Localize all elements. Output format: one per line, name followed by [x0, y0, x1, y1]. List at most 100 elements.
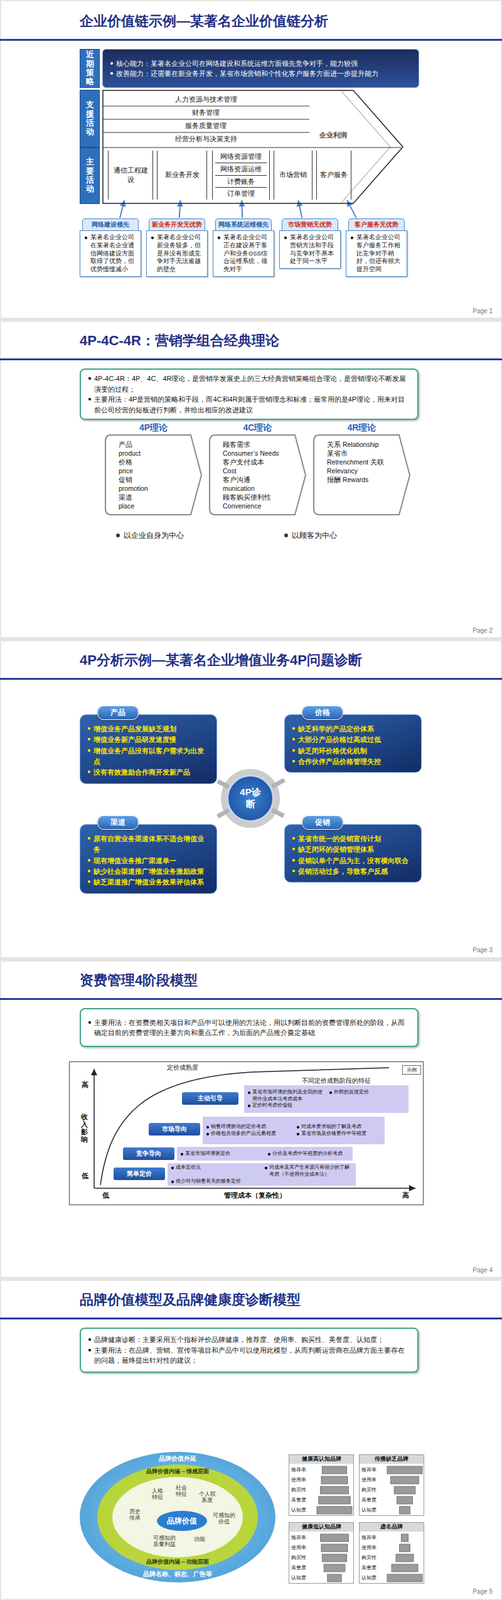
- node-text: 健康低认知品牌: [289, 1522, 354, 1532]
- value-chain-arrow: 人力资源与技术管理财务管理服务质量管理经营分析与决策支持企业利润通信工程建设新业…: [102, 89, 404, 204]
- segment-label: 可感知的质量利益: [151, 1534, 177, 1551]
- activity-box: 市场营销: [273, 150, 313, 200]
- node-text: 可感知的质量利益: [151, 1534, 177, 1548]
- issue-box: 价格缺乏科学的产品定价体系大部分产品价格过高或过低缺乏闭环价格优化机制合作伙伴产…: [284, 705, 422, 780]
- node-text: 某著名企业公司正在建设基于客户和业务OSS综合运维系统，领先对手: [216, 233, 271, 274]
- node-text: 对成本要求细的了解及考虑: [295, 1123, 383, 1131]
- node-text: 改善能力：还需要在新业务开发，某省市场营销和个性化客户服务方面进一步提升能力: [109, 68, 413, 80]
- arrow-outline: [313, 434, 410, 515]
- callout-arrow: [119, 200, 125, 218]
- node-text: 品牌价值模型及品牌健康度诊断模型: [0, 1278, 502, 1309]
- x-axis: [94, 1187, 416, 1189]
- node-text: price: [118, 466, 187, 476]
- node-text: 4R理论: [313, 421, 411, 434]
- box-body: 某著名企业公司营销方法和手段与竞争对手基本处于同一水平: [279, 230, 341, 269]
- page-number: Page 1: [461, 307, 493, 315]
- funnel-bar: [394, 1485, 416, 1494]
- feature-box: 某省市场环境的预判及全面的使用作业成本法考虑成本外部的反馈定价定价时考虑价值链: [244, 1084, 409, 1113]
- node-text: 很少对与销售有关的服务定价: [170, 1177, 260, 1185]
- node-text: 某省市: [326, 448, 396, 458]
- axis-label: 低: [80, 1170, 90, 1181]
- node-text: 成本定价法: [170, 1164, 260, 1178]
- node-text: 某省市场环境驱定价: [179, 1150, 263, 1158]
- node-text: 推荐率: [359, 1464, 387, 1475]
- node-text: 人格特征: [149, 1487, 166, 1501]
- box-body: 原有自营业务渠道体系不适合增值业务现有增值业务推广渠道单一缺少社会渠道推广增值业…: [79, 823, 218, 894]
- node-text: 某著名企业公司客户服务工作相比竞争对手稍好，但还有很大提升空间: [349, 233, 404, 274]
- stage-box: 主动引导: [181, 1091, 239, 1105]
- node-text: 人力资源与技术管理: [102, 92, 310, 107]
- node-text: 示例: [402, 1065, 421, 1074]
- node-text: 经营分析与决策支持: [102, 132, 310, 146]
- theory-box: 4R理论关系 Relationship某省市Retrenchment 关联 Re…: [313, 421, 411, 516]
- node-text: 某著名企业公司营销方法和手段与竞争对手基本处于同一水平: [283, 233, 337, 266]
- node-text: 品牌价值内涵 -- 功能层面: [127, 1558, 228, 1565]
- node-text: 客户服务无优势: [348, 218, 405, 231]
- box-body: 某著名企业公司正在建设基于客户和业务OSS综合运维系统，领先对手: [212, 230, 275, 277]
- node-text: 核心能力：某著名企业公司在网络建设和系统运维方面领先竞争对手，能力较强: [109, 58, 413, 70]
- node-text: 网络系统运维领先: [215, 218, 272, 231]
- node-text: 品牌健康诊断：主要采用五个指标评价品牌健康，推荐度、使用率、购买性、美誉度、认知…: [87, 1334, 412, 1345]
- node-text: 认知度: [289, 1504, 317, 1515]
- node-text: 主要用法：在资费类相关项目和产品中可以使用的方法论，用以判断目前的资费管理所处的…: [87, 1017, 412, 1038]
- node-text: 美誉度: [359, 1494, 387, 1505]
- node-text: 财务管理: [102, 106, 310, 120]
- node-text: 缺乏科学的产品定价体系: [291, 723, 415, 735]
- funnel-bar: [321, 1465, 347, 1474]
- bullet-dot: [284, 533, 289, 538]
- funnel-chart: 传播缺乏品牌推荐率使用率购买性美誉度认知度: [358, 1453, 425, 1516]
- node-text: 渠道: [118, 492, 187, 502]
- node-text: 价格包含很多的产品元素程度: [205, 1130, 292, 1138]
- node-text: 认知度: [289, 1572, 317, 1583]
- node-text: 促销: [118, 475, 187, 484]
- funnel-bar: [323, 1563, 346, 1572]
- node-text: 没有有效激励合作商开发新产品: [86, 766, 211, 778]
- node-text: 某著名企业公司在某著名企业通信网络建设方面取得了优势，但优势慢慢减小: [83, 233, 138, 274]
- node-text: 企业利润: [314, 128, 353, 142]
- funnel-chart: 虚名品牌推荐率使用率购买性美誉度认知度: [358, 1521, 425, 1584]
- node-text: 可感知的价值: [211, 1511, 237, 1525]
- funnel-bar: [327, 1573, 342, 1582]
- node-text: munication: [222, 483, 292, 493]
- box-body: 某著名企业公司在某著名企业通信网络建设方面取得了优势，但优势慢慢减小: [79, 230, 142, 277]
- box-body: 增值业务产品发展缺乏规划增值业务新产品研发速度慢增值业务产品没有以客户需求为出发…: [79, 714, 218, 784]
- funnel-bar: [321, 1543, 348, 1552]
- axis-label: 以顾客为中心: [291, 530, 368, 541]
- node-text: 现有增值业务推广渠道单一: [86, 855, 211, 866]
- slide-frame: [0, 0, 502, 319]
- segment-label: 可感知的价值: [211, 1511, 237, 1528]
- node-text: 报酬 Rewards: [326, 475, 396, 484]
- node-text: 4P分析示例—某著名企业增值业务4P问题诊断: [0, 638, 502, 669]
- node-text: 推荐率: [289, 1532, 317, 1543]
- node-text: 主要用法：4P是营销的策略和手段，而4C和4R则属于营销理念和标准；最常用的是4…: [87, 394, 412, 415]
- segment-label: 社会特征: [173, 1484, 189, 1501]
- row-rule: [102, 106, 310, 107]
- title-rule: [0, 38, 502, 41]
- node-text: 虚名品牌: [359, 1522, 424, 1532]
- note-box: 主要用法：在资费类相关项目和产品中可以使用的方法论，用以判断目前的资费管理所处的…: [79, 1007, 419, 1047]
- callout-arrow: [240, 200, 243, 218]
- activity-box: 网络资源管理网络资源运维计费账务订单管理: [212, 150, 270, 200]
- segment-label: 功能: [190, 1535, 209, 1545]
- node-text: 主要活动: [85, 157, 95, 194]
- chart-frame: 定价成熟度不同定价成熟阶段的特征示例主动引导某省市场环境的预判及全面的使用作业成…: [69, 1061, 424, 1205]
- node-text: 缺乏闭环的促销管理体系: [291, 843, 415, 855]
- node-text: 品牌价值外延: [146, 1454, 209, 1463]
- axis-label: 低: [99, 1190, 112, 1200]
- slide-gap: [0, 957, 502, 961]
- node-text: 网络建设领先: [82, 218, 139, 231]
- funnel-bar: [396, 1495, 413, 1504]
- row-rule: [102, 132, 310, 134]
- page-number: Page 3: [461, 946, 493, 954]
- note-box: 4P-4C-4R：4P、4C、4R理论，是营销学发展史上的三大经典营销策略组合理…: [79, 368, 419, 420]
- page-number: Page 4: [461, 1266, 493, 1274]
- stage-box: 市场导向: [148, 1122, 201, 1136]
- node-text: 使用率: [359, 1474, 387, 1485]
- node-text: 4P理论: [104, 421, 203, 434]
- spoke-line: [217, 810, 230, 817]
- node-text: 支援活动: [85, 100, 95, 137]
- node-text: 某省市统一的促销宣传计划: [291, 833, 415, 844]
- node-text: 社会特征: [173, 1484, 189, 1498]
- segment-label: 历史传承: [127, 1507, 143, 1525]
- funnel-bar: [321, 1475, 348, 1484]
